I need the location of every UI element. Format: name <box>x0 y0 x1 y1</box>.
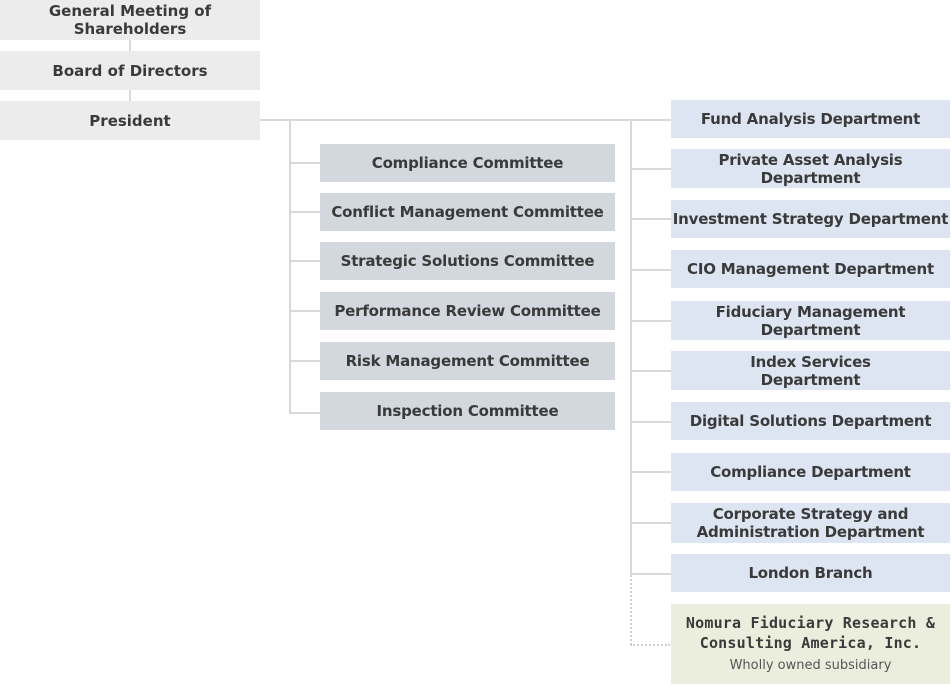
committee-label: Performance Review Committee <box>334 302 601 320</box>
department-box: Index Services Department <box>671 351 950 390</box>
department-box: London Branch <box>671 554 950 592</box>
connector-department-spine <box>630 120 632 575</box>
committee-branch-line <box>290 360 320 362</box>
committee-branch-line <box>290 211 320 213</box>
department-box: Private Asset Analysis Department <box>671 149 950 188</box>
department-label: Fund Analysis Department <box>700 110 921 128</box>
subsidiary-box: Nomura Fiduciary Research & Consulting A… <box>671 604 950 684</box>
department-branch-line <box>631 522 671 524</box>
department-branch-line <box>631 573 671 575</box>
department-label: Private Asset Analysis Department <box>718 150 903 187</box>
department-label: Fiduciary Management Department <box>715 302 906 339</box>
connector-subsidiary-dotted-horizontal <box>630 644 670 646</box>
committee-box: Performance Review Committee <box>320 292 615 330</box>
committee-branch-line <box>290 310 320 312</box>
committee-label: Compliance Committee <box>371 154 564 172</box>
department-branch-line <box>631 269 671 271</box>
department-branch-line <box>631 471 671 473</box>
president-box: President <box>0 101 260 140</box>
department-label: London Branch <box>748 564 873 582</box>
committee-branch-line <box>290 162 320 164</box>
department-branch-line <box>631 320 671 322</box>
committee-box: Strategic Solutions Committee <box>320 242 615 280</box>
committee-label: Risk Management Committee <box>345 352 590 370</box>
committee-box: Inspection Committee <box>320 392 615 430</box>
committee-branch-line <box>290 412 320 414</box>
board-of-directors-box: Board of Directors <box>0 51 260 90</box>
committee-label: Strategic Solutions Committee <box>340 252 595 270</box>
committee-branch-line <box>290 260 320 262</box>
department-box: CIO Management Department <box>671 250 950 288</box>
department-branch-line <box>631 168 671 170</box>
general-meeting-of-shareholders-box: General Meeting of Shareholders <box>0 0 260 40</box>
board-of-directors-label: Board of Directors <box>52 61 208 80</box>
department-label: Compliance Department <box>710 463 911 481</box>
committee-box: Conflict Management Committee <box>320 193 615 231</box>
committee-label: Conflict Management Committee <box>331 203 604 221</box>
department-label: Digital Solutions Department <box>689 412 932 430</box>
connector-president-to-departments <box>260 119 671 121</box>
department-branch-line <box>631 218 671 220</box>
department-box: Digital Solutions Department <box>671 402 950 440</box>
department-box: Investment Strategy Department <box>671 200 950 238</box>
general-meeting-of-shareholders-label: General Meeting of Shareholders <box>48 2 212 38</box>
department-label: Investment Strategy Department <box>672 210 949 228</box>
connector-committee-spine <box>289 120 291 414</box>
department-label: Index Services Department <box>750 352 871 389</box>
department-branch-line <box>631 421 671 423</box>
subsidiary-name: Nomura Fiduciary Research & Consulting A… <box>685 614 936 652</box>
committee-box: Risk Management Committee <box>320 342 615 380</box>
department-box: Corporate Strategy and Administration De… <box>671 503 950 543</box>
department-label: CIO Management Department <box>687 260 934 278</box>
committee-label: Inspection Committee <box>376 402 559 420</box>
connector-subsidiary-dotted-vertical <box>630 575 632 645</box>
subsidiary-note: Wholly owned subsidiary <box>729 658 892 673</box>
department-branch-line <box>631 370 671 372</box>
committee-box: Compliance Committee <box>320 144 615 182</box>
department-box: Fiduciary Management Department <box>671 301 950 340</box>
department-box: Compliance Department <box>671 453 950 491</box>
department-box: Fund Analysis Department <box>671 100 950 138</box>
department-label: Corporate Strategy and Administration De… <box>696 505 925 541</box>
president-label: President <box>89 111 171 130</box>
